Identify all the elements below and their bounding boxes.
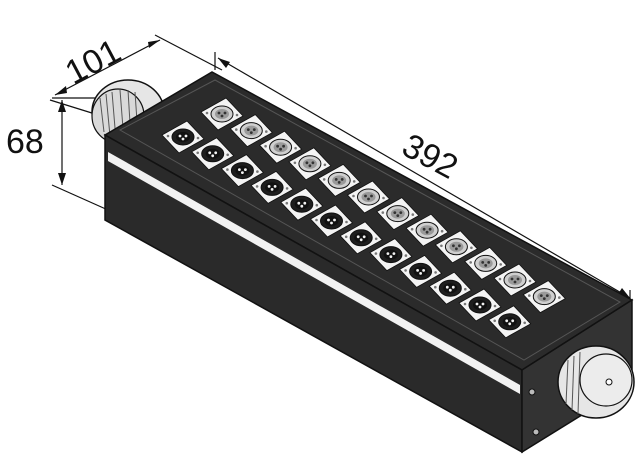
xlr-male-connector: [280, 187, 324, 221]
xlr-male-connector: [428, 271, 472, 305]
dimension-lines: [49, 34, 631, 310]
xlr-male-connector: [369, 238, 413, 272]
end-screw: [532, 428, 540, 436]
xlr-female-connector: [405, 213, 449, 247]
xlr-female-connector: [200, 97, 244, 131]
xlr-female-connector: [434, 230, 479, 264]
xlr-female-connector: [288, 147, 332, 181]
xlr-male-connector: [488, 305, 532, 339]
xlr-male-connector: [339, 221, 383, 255]
right-round-connector: [557, 345, 635, 419]
xlr-female-connector: [229, 114, 273, 148]
xlr-male-connector: [398, 254, 443, 288]
xlr-male-connector: [191, 137, 235, 171]
xlr-male-connector: [309, 204, 354, 238]
dimension-arrows: [55, 40, 630, 298]
xlr-female-connector: [346, 180, 391, 214]
xlr-female-connector: [258, 130, 303, 164]
xlr-male-connector: [250, 170, 294, 204]
height-dimension-label: 68: [6, 123, 44, 161]
xlr-male-connector: [220, 154, 265, 188]
front-stripe: [108, 152, 520, 394]
xlr-male-connector: [458, 288, 502, 322]
xlr-female-connector: [317, 163, 361, 197]
xlr-female-connector: [376, 197, 420, 231]
top-connector-row: [200, 97, 566, 314]
xlr-female-connector: [522, 280, 566, 314]
bottom-connector-row: [161, 120, 532, 339]
xlr-female-connector: [493, 263, 537, 297]
xlr-female-connector: [464, 246, 508, 280]
xlr-male-connector: [161, 120, 205, 154]
end-screw: [528, 388, 536, 396]
